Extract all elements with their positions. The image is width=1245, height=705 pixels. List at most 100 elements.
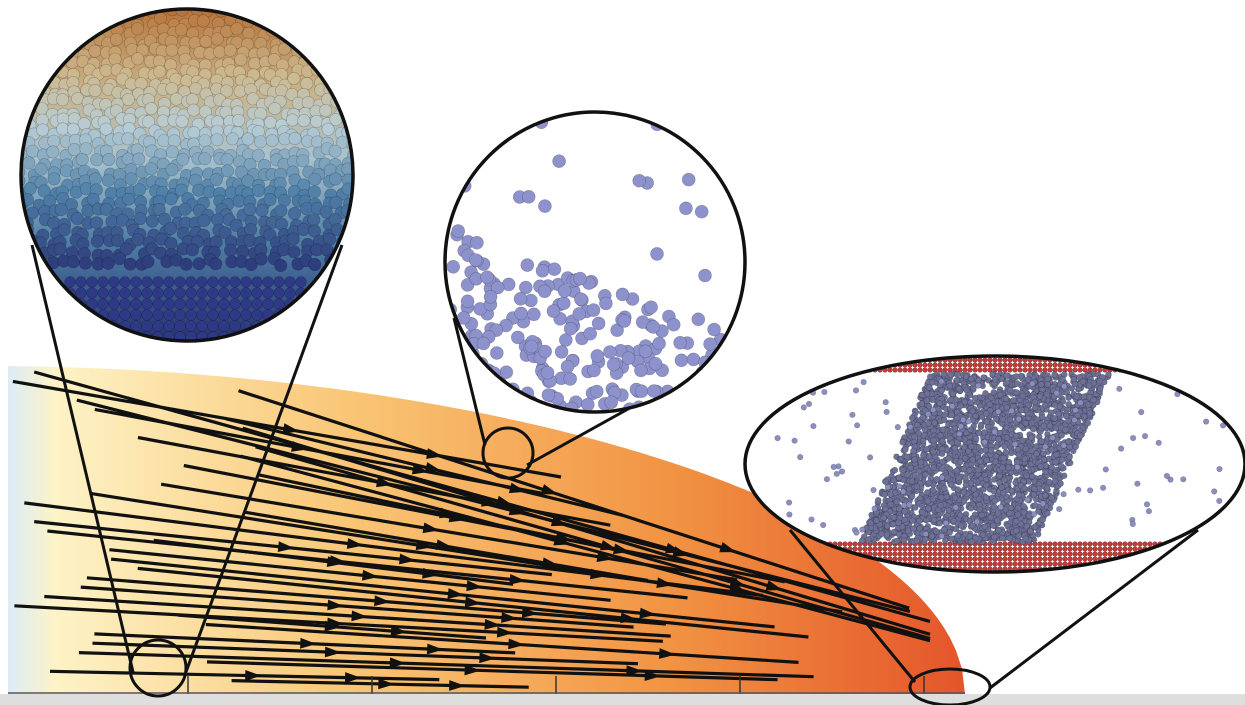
particle bbox=[165, 193, 177, 205]
particle bbox=[1033, 557, 1038, 562]
particle bbox=[872, 506, 878, 512]
particle bbox=[978, 557, 983, 562]
particle bbox=[590, 385, 603, 398]
particle bbox=[968, 505, 974, 511]
particle bbox=[1052, 402, 1058, 408]
particle bbox=[729, 397, 742, 410]
particle bbox=[274, 299, 285, 310]
particle bbox=[773, 368, 778, 373]
particle bbox=[769, 403, 775, 409]
particle bbox=[28, 79, 40, 91]
particle bbox=[968, 363, 973, 368]
particle bbox=[1123, 363, 1128, 368]
particle bbox=[538, 285, 551, 298]
particle bbox=[48, 135, 60, 147]
particle bbox=[1108, 567, 1113, 572]
particle bbox=[1103, 552, 1108, 557]
particle bbox=[219, 299, 230, 310]
particle bbox=[948, 482, 954, 488]
particle bbox=[1228, 552, 1233, 557]
particle bbox=[1007, 535, 1013, 541]
particle bbox=[1213, 358, 1218, 363]
particle bbox=[1033, 552, 1038, 557]
particle bbox=[743, 363, 748, 368]
particle bbox=[1067, 454, 1073, 460]
particle bbox=[309, 173, 321, 185]
particle bbox=[1031, 511, 1037, 517]
particle bbox=[1068, 557, 1073, 562]
particle bbox=[23, 46, 35, 58]
particle bbox=[953, 552, 958, 557]
particle bbox=[1103, 567, 1108, 572]
particle bbox=[1100, 485, 1106, 491]
particle bbox=[320, 18, 332, 30]
particle bbox=[1236, 516, 1242, 522]
particle bbox=[1168, 363, 1173, 368]
particle bbox=[1013, 552, 1018, 557]
particle bbox=[14, 229, 26, 241]
particle bbox=[314, 48, 326, 60]
particle bbox=[793, 368, 798, 373]
particle bbox=[1223, 562, 1228, 567]
particle bbox=[233, 195, 245, 207]
particle bbox=[603, 346, 616, 359]
particle bbox=[963, 475, 969, 481]
particle bbox=[1043, 444, 1049, 450]
particle bbox=[1213, 567, 1218, 572]
particle bbox=[1033, 363, 1038, 368]
particle bbox=[818, 368, 823, 373]
particle bbox=[68, 143, 80, 155]
particle bbox=[1133, 547, 1138, 552]
particle bbox=[1223, 368, 1228, 373]
particle bbox=[773, 358, 778, 363]
particle bbox=[1228, 363, 1233, 368]
particle bbox=[1059, 457, 1065, 463]
particle bbox=[166, 44, 178, 56]
particle bbox=[883, 399, 889, 405]
particle bbox=[947, 466, 953, 472]
particle bbox=[308, 214, 320, 226]
particle bbox=[953, 363, 958, 368]
particle bbox=[1058, 562, 1063, 567]
particle bbox=[898, 552, 903, 557]
particle bbox=[976, 383, 982, 389]
particle bbox=[1218, 542, 1223, 547]
particle bbox=[208, 299, 219, 310]
particle bbox=[926, 384, 932, 390]
particle bbox=[868, 358, 873, 363]
particle bbox=[695, 205, 708, 218]
particle bbox=[1218, 363, 1223, 368]
particle bbox=[1018, 368, 1023, 373]
particle bbox=[302, 5, 314, 17]
particle bbox=[843, 542, 848, 547]
particle bbox=[1173, 358, 1178, 363]
particle bbox=[1123, 562, 1128, 567]
particle bbox=[938, 547, 943, 552]
particle bbox=[1028, 557, 1033, 562]
particle bbox=[477, 337, 490, 350]
particle bbox=[109, 277, 120, 288]
particle bbox=[788, 363, 793, 368]
particle bbox=[1138, 368, 1143, 373]
particle bbox=[903, 552, 908, 557]
particle bbox=[515, 307, 528, 320]
particle bbox=[679, 202, 692, 215]
particle bbox=[923, 363, 928, 368]
particle bbox=[901, 503, 907, 509]
particle bbox=[309, 258, 321, 270]
particle bbox=[1008, 557, 1013, 562]
particle bbox=[938, 363, 943, 368]
particle bbox=[133, 184, 145, 196]
particle bbox=[153, 288, 164, 299]
particle bbox=[27, 7, 39, 19]
particle bbox=[1048, 410, 1054, 416]
particle bbox=[76, 332, 87, 343]
particle bbox=[1197, 381, 1203, 387]
particle bbox=[1143, 562, 1148, 567]
particle bbox=[1018, 557, 1023, 562]
particle bbox=[1078, 557, 1083, 562]
particle bbox=[981, 375, 987, 381]
particle bbox=[186, 321, 197, 332]
particle bbox=[1217, 498, 1223, 504]
particle bbox=[991, 488, 997, 494]
